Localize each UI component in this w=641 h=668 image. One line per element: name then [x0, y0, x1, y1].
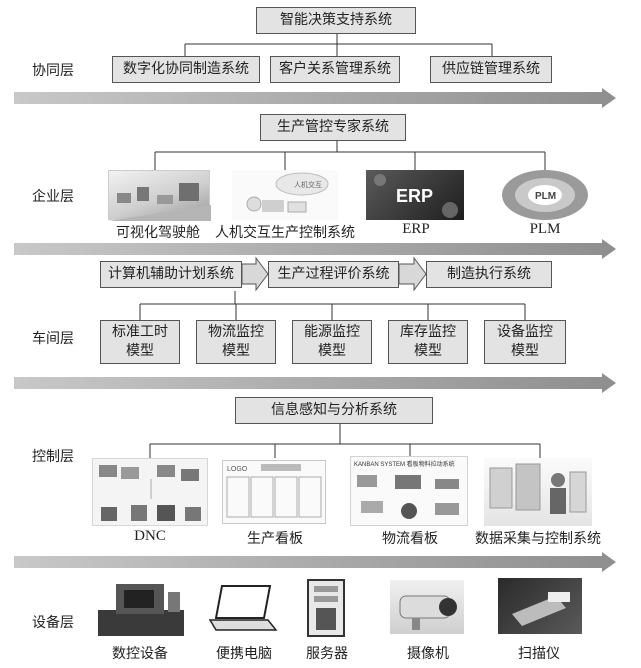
hmi-thumb-label: 人机交互 — [294, 180, 322, 189]
workshop-connectors — [139, 291, 526, 320]
model-box-inventory[interactable]: 库存监控 模型 — [388, 320, 468, 364]
scm-system-box[interactable]: 供应链管理系统 — [430, 56, 552, 83]
layer-label-collab: 协同层 — [32, 63, 74, 79]
caption-dnc: DNC — [134, 528, 166, 544]
dnc-shapes — [99, 465, 201, 521]
layer-label-workshop: 车间层 — [32, 331, 74, 347]
plm-thumb-label: PLM — [535, 191, 556, 202]
crm-system-box[interactable]: 客户关系管理系统 — [270, 56, 400, 83]
plm-shapes: PLM — [502, 170, 588, 220]
caption-scanner: 扫描仪 — [518, 646, 560, 662]
layer-label-control: 控制层 — [32, 449, 74, 465]
camera-icon — [390, 580, 464, 634]
plm-image: PLM — [500, 168, 590, 222]
camera-shapes — [399, 595, 457, 630]
server-shapes — [307, 579, 345, 637]
caption-data-acquisition: 数据采集与控制系统 — [475, 531, 601, 547]
cnc-machine-shapes — [98, 584, 184, 636]
cockpit-image — [108, 170, 211, 221]
layer-label-enterprise: 企业层 — [32, 189, 74, 205]
cnc-machine-icon — [98, 580, 184, 638]
logistics-board-image: KANBAN SYSTEM 看板物料拉动系统 — [350, 456, 468, 526]
band-arrow-3 — [14, 373, 616, 393]
production-board-image: LOGO — [222, 460, 326, 524]
perception-analysis-box[interactable]: 信息感知与分析系统 — [235, 397, 433, 424]
caption-production-board: 生产看板 — [247, 531, 303, 547]
collab-system-box[interactable]: 数字化协同制造系统 — [112, 56, 260, 83]
laptop-shapes — [208, 585, 278, 631]
band-arrow-1 — [14, 88, 616, 108]
flow-arrows — [241, 256, 427, 292]
server-icon — [302, 578, 352, 638]
erp-shapes: ERP — [374, 174, 458, 218]
model-box-energy[interactable]: 能源监控 模型 — [292, 320, 372, 364]
model-box-equipment[interactable]: 设备监控 模型 — [484, 320, 566, 364]
decision-support-box[interactable]: 智能决策支持系统 — [256, 7, 416, 34]
caption-erp: ERP — [402, 221, 430, 237]
control-connectors — [149, 424, 541, 458]
caption-hmi: 人机交互生产控制系统 — [215, 225, 355, 241]
caption-plm: PLM — [529, 221, 561, 237]
band-arrow-4 — [14, 552, 616, 572]
caption-laptop: 便携电脑 — [216, 646, 272, 662]
caption-logistics-board: 物流看板 — [382, 531, 438, 547]
caption-cockpit: 可视化驾驶舱 — [116, 225, 200, 241]
board-logo-text: LOGO — [227, 466, 248, 473]
caption-cnc: 数控设备 — [112, 646, 168, 662]
layer-label-device: 设备层 — [32, 615, 74, 631]
production-board-shapes: LOGO — [226, 464, 322, 518]
laptop-icon — [206, 584, 280, 634]
caption-camera: 摄像机 — [407, 646, 449, 662]
process-eval-box[interactable]: 生产过程评价系统 — [268, 261, 399, 288]
hmi-shapes: 人机交互 — [246, 172, 329, 213]
data-acquisition-shapes — [489, 463, 587, 514]
hmi-image: 人机交互 — [232, 170, 338, 220]
caption-server: 服务器 — [306, 646, 348, 662]
cap-planning-box[interactable]: 计算机辅助计划系统 — [100, 261, 242, 288]
mes-box[interactable]: 制造执行系统 — [426, 261, 552, 288]
collab-connectors — [184, 33, 493, 56]
model-box-logistics[interactable]: 物流监控 模型 — [196, 320, 276, 364]
model-box-standard-time[interactable]: 标准工时 模型 — [100, 320, 180, 364]
production-expert-box[interactable]: 生产管控专家系统 — [260, 114, 406, 141]
scanner-shapes — [512, 592, 570, 626]
band-arrow-2 — [14, 239, 616, 259]
scanner-icon — [498, 578, 582, 634]
kanban-title-text: KANBAN SYSTEM 看板物料拉动系统 — [354, 460, 455, 468]
dnc-image — [92, 458, 208, 526]
data-acquisition-image — [484, 458, 592, 526]
enterprise-connectors — [154, 140, 546, 170]
erp-thumb-label: ERP — [396, 186, 433, 206]
layer-bands — [14, 88, 616, 572]
erp-image: ERP — [366, 170, 464, 220]
logistics-board-shapes: KANBAN SYSTEM 看板物料拉动系统 — [354, 460, 459, 519]
cockpit-shapes — [109, 183, 211, 221]
